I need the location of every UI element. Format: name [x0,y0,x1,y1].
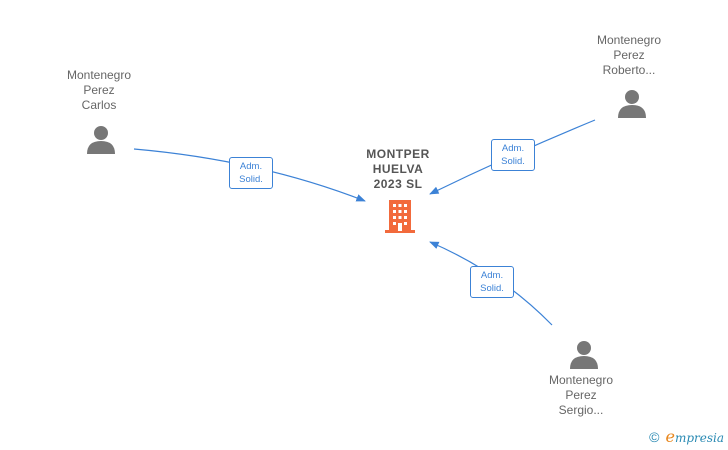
company-name[interactable]: MONTPER HUELVA 2023 SL [348,147,448,192]
person-name-line: Sergio... [558,403,604,417]
person-name-line: Montenegro [548,373,614,387]
brand-footer[interactable]: © empresia [649,427,724,446]
relation-label-line: Solid. [480,283,504,294]
brand-initial: e [665,427,675,446]
company-name-line: 2023 SL [373,177,423,191]
person-name-line: Perez [83,83,115,97]
person-icon[interactable] [569,339,599,369]
relation-label-line: Adm. [480,270,504,281]
relation-badge[interactable]: Adm. Solid. [491,139,535,171]
person-icon[interactable] [617,88,647,118]
relation-label-line: Adm. [501,143,525,154]
relation-label-line: Adm. [239,161,263,172]
person-name-line: Perez [613,48,645,62]
brand-name: mpresia [674,431,724,445]
building-icon[interactable] [384,198,416,234]
person-name-line: Carlos [81,98,117,112]
relation-label-line: Solid. [501,156,525,167]
person-name-line: Montenegro [66,68,132,82]
company-name-line: HUELVA [372,162,424,176]
relation-badge[interactable]: Adm. Solid. [470,266,514,298]
person-name-sergio[interactable]: Montenegro Perez Sergio... [531,373,631,418]
relation-badge[interactable]: Adm. Solid. [229,157,273,189]
person-name-line: Perez [565,388,597,402]
brand-logo: empresia [665,427,724,446]
person-name-carlos[interactable]: Montenegro Perez Carlos [49,68,149,113]
person-name-roberto[interactable]: Montenegro Perez Roberto... [579,33,679,78]
person-icon[interactable] [86,124,116,154]
copyright-icon: © [649,428,660,445]
company-name-line: MONTPER [366,147,430,161]
person-name-line: Montenegro [596,33,662,47]
relation-label-line: Solid. [239,174,263,185]
person-name-line: Roberto... [602,63,656,77]
